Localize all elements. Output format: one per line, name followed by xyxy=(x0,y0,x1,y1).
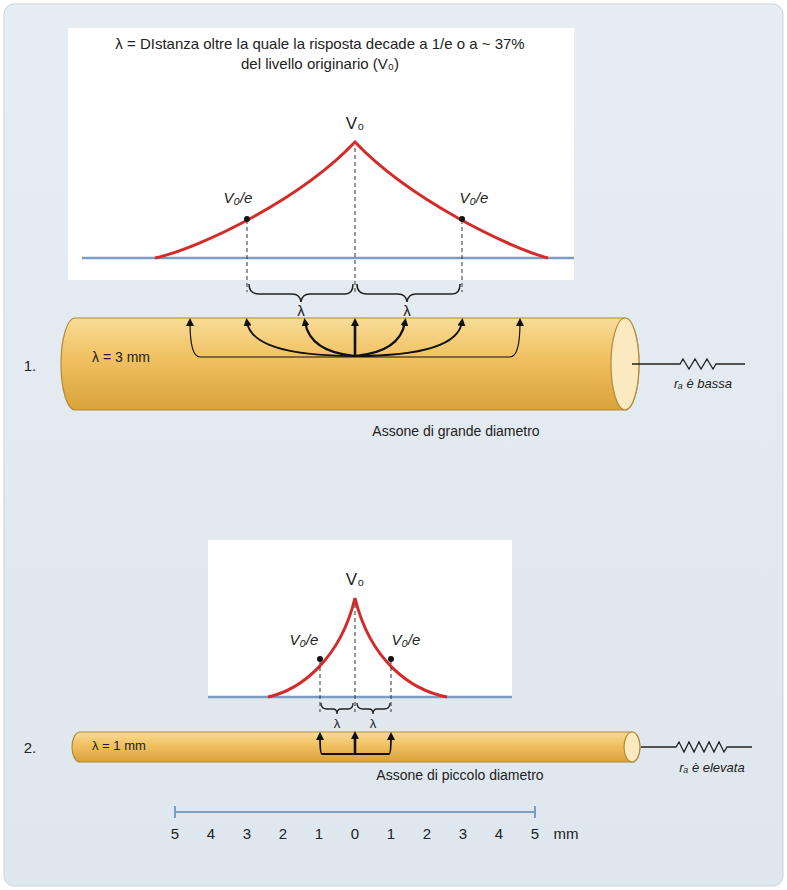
decay-curve xyxy=(268,598,447,697)
scale-number: 3 xyxy=(243,826,251,843)
scale-unit: mm xyxy=(554,826,579,843)
scale-number: 2 xyxy=(423,826,431,843)
lambda-symbol: λ xyxy=(334,717,341,731)
lambda-value: λ = 3 mm xyxy=(92,348,182,366)
current-arrows xyxy=(190,322,520,357)
lambda-symbol: λ xyxy=(403,303,411,320)
graph-panel xyxy=(208,540,512,696)
axon-label-box: λ = 3 mm xyxy=(92,348,182,376)
scale-number: 1 xyxy=(387,826,395,843)
axon-cylinder xyxy=(61,318,639,410)
scale-number: 1 xyxy=(315,826,323,843)
background-panel xyxy=(4,4,783,886)
lambda-value: λ = 1 mm xyxy=(92,738,182,755)
decay-value: V₀/e xyxy=(392,632,421,649)
decay-value: V₀/e xyxy=(460,190,489,207)
decay-curve xyxy=(155,142,548,258)
graph-panel xyxy=(68,28,574,280)
scale-number: 2 xyxy=(279,826,287,843)
resistor-symbol xyxy=(632,359,745,369)
definition-panel: λ = DIstanza oltre la quale la risposta … xyxy=(110,34,530,104)
lambda-symbol: λ xyxy=(370,717,377,731)
scale-number: 4 xyxy=(207,826,215,843)
baseline xyxy=(208,696,512,699)
dashed-guides xyxy=(247,148,462,292)
current-arrows xyxy=(320,735,391,754)
lambda-symbol: λ xyxy=(297,303,305,320)
axon-cylinder xyxy=(72,732,640,762)
decay-value: V₀/e xyxy=(290,632,319,649)
callout-number: 2. xyxy=(24,740,37,757)
callout-number: 1. xyxy=(24,358,37,375)
peak-value: V₀ xyxy=(346,115,364,134)
definition-text: λ = DIstanza oltre la quale la risposta … xyxy=(110,34,530,73)
axon-caption: Assone di grande diametro xyxy=(372,424,539,439)
scale-number: 3 xyxy=(459,826,467,843)
resistor-symbol xyxy=(641,742,752,752)
scale-number: 0 xyxy=(351,826,359,843)
axon-caption: Assone di piccolo diametro xyxy=(376,768,543,783)
peak-value: V₀ xyxy=(346,571,364,590)
resistance-label: rₐ è elevata xyxy=(679,761,744,775)
axon-label-box: λ = 1 mm xyxy=(92,738,182,758)
lambda-bracket xyxy=(321,703,390,714)
decay-value: V₀/e xyxy=(224,190,253,207)
resistance-label: rₐ è bassa xyxy=(674,377,732,391)
lambda-bracket xyxy=(249,284,460,302)
scale-number: 5 xyxy=(531,826,539,843)
scale-number: 4 xyxy=(495,826,503,843)
scale-number: 5 xyxy=(171,826,179,843)
scale-bar xyxy=(175,806,535,818)
